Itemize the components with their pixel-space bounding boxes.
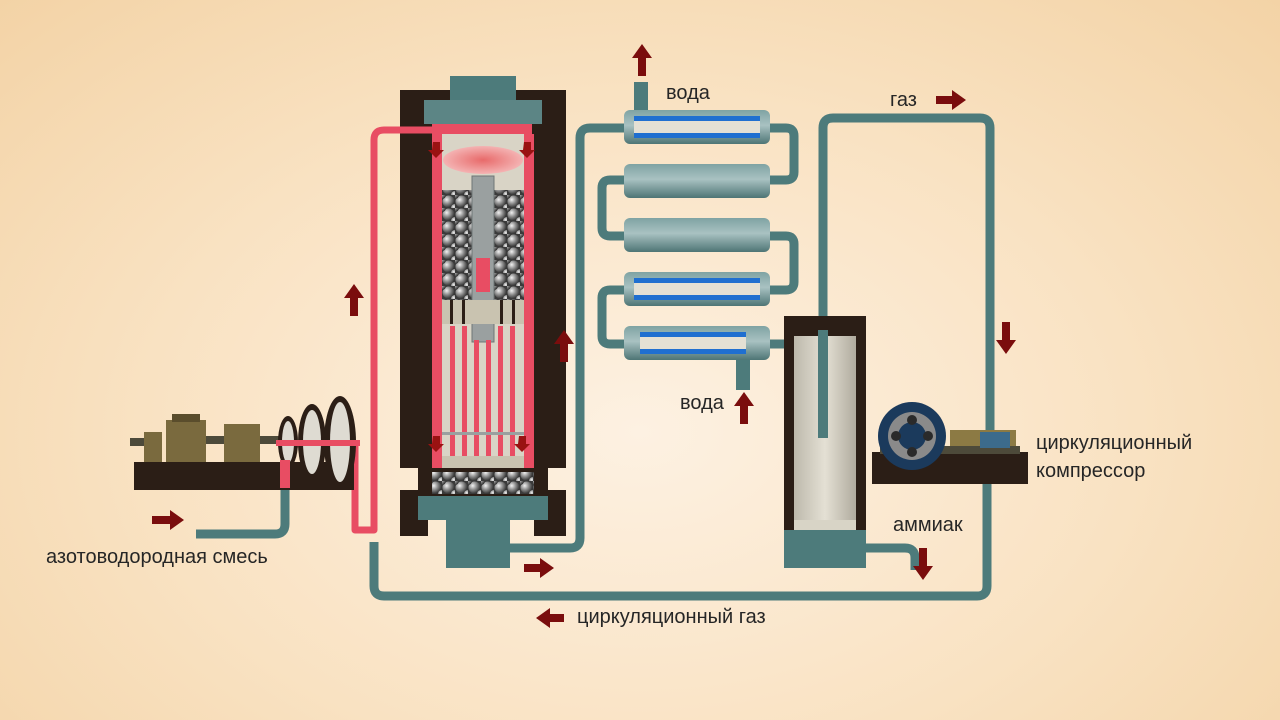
- label-gas: газ: [890, 89, 917, 111]
- cooler-stack: [624, 110, 770, 360]
- water-outlet-nozzle: [634, 82, 648, 116]
- label-water-bottom: вода: [680, 392, 724, 414]
- label-compressor-line1: циркуляционный: [1036, 432, 1193, 454]
- arrow-up-water-in: [734, 392, 754, 424]
- circulation-pipes: [196, 113, 995, 601]
- feed-pipe-hot: [282, 126, 432, 534]
- internal-flow-arrows: [428, 142, 535, 452]
- arrow-left-circulating: [536, 608, 564, 628]
- label-compressor-line2: компрессор: [1036, 460, 1146, 482]
- synthesis-column: [400, 76, 566, 568]
- water-inlet-nozzle: [736, 356, 750, 390]
- label-feed-mixture: азотоводородная смесь: [46, 546, 268, 568]
- feed-compressor: [130, 396, 360, 490]
- circulation-compressor: [872, 402, 1028, 484]
- label-water-top: вода: [666, 82, 710, 104]
- label-ammonia: аммиак: [893, 514, 963, 536]
- arrow-up-reactor: [554, 330, 574, 362]
- arrow-up-feed: [344, 284, 364, 316]
- arrow-down-gas: [996, 322, 1016, 354]
- arrow-up-water-out: [632, 44, 652, 76]
- arrow-right-reactor-out: [524, 558, 554, 578]
- arrow-down-ammonia: [913, 548, 933, 580]
- flow-arrows: [152, 44, 1016, 628]
- arrow-right-feed: [152, 510, 184, 530]
- ammonia-separator: [784, 316, 866, 568]
- arrow-right-gas: [936, 90, 966, 110]
- label-circulating-gas: циркуляционный газ: [577, 606, 766, 628]
